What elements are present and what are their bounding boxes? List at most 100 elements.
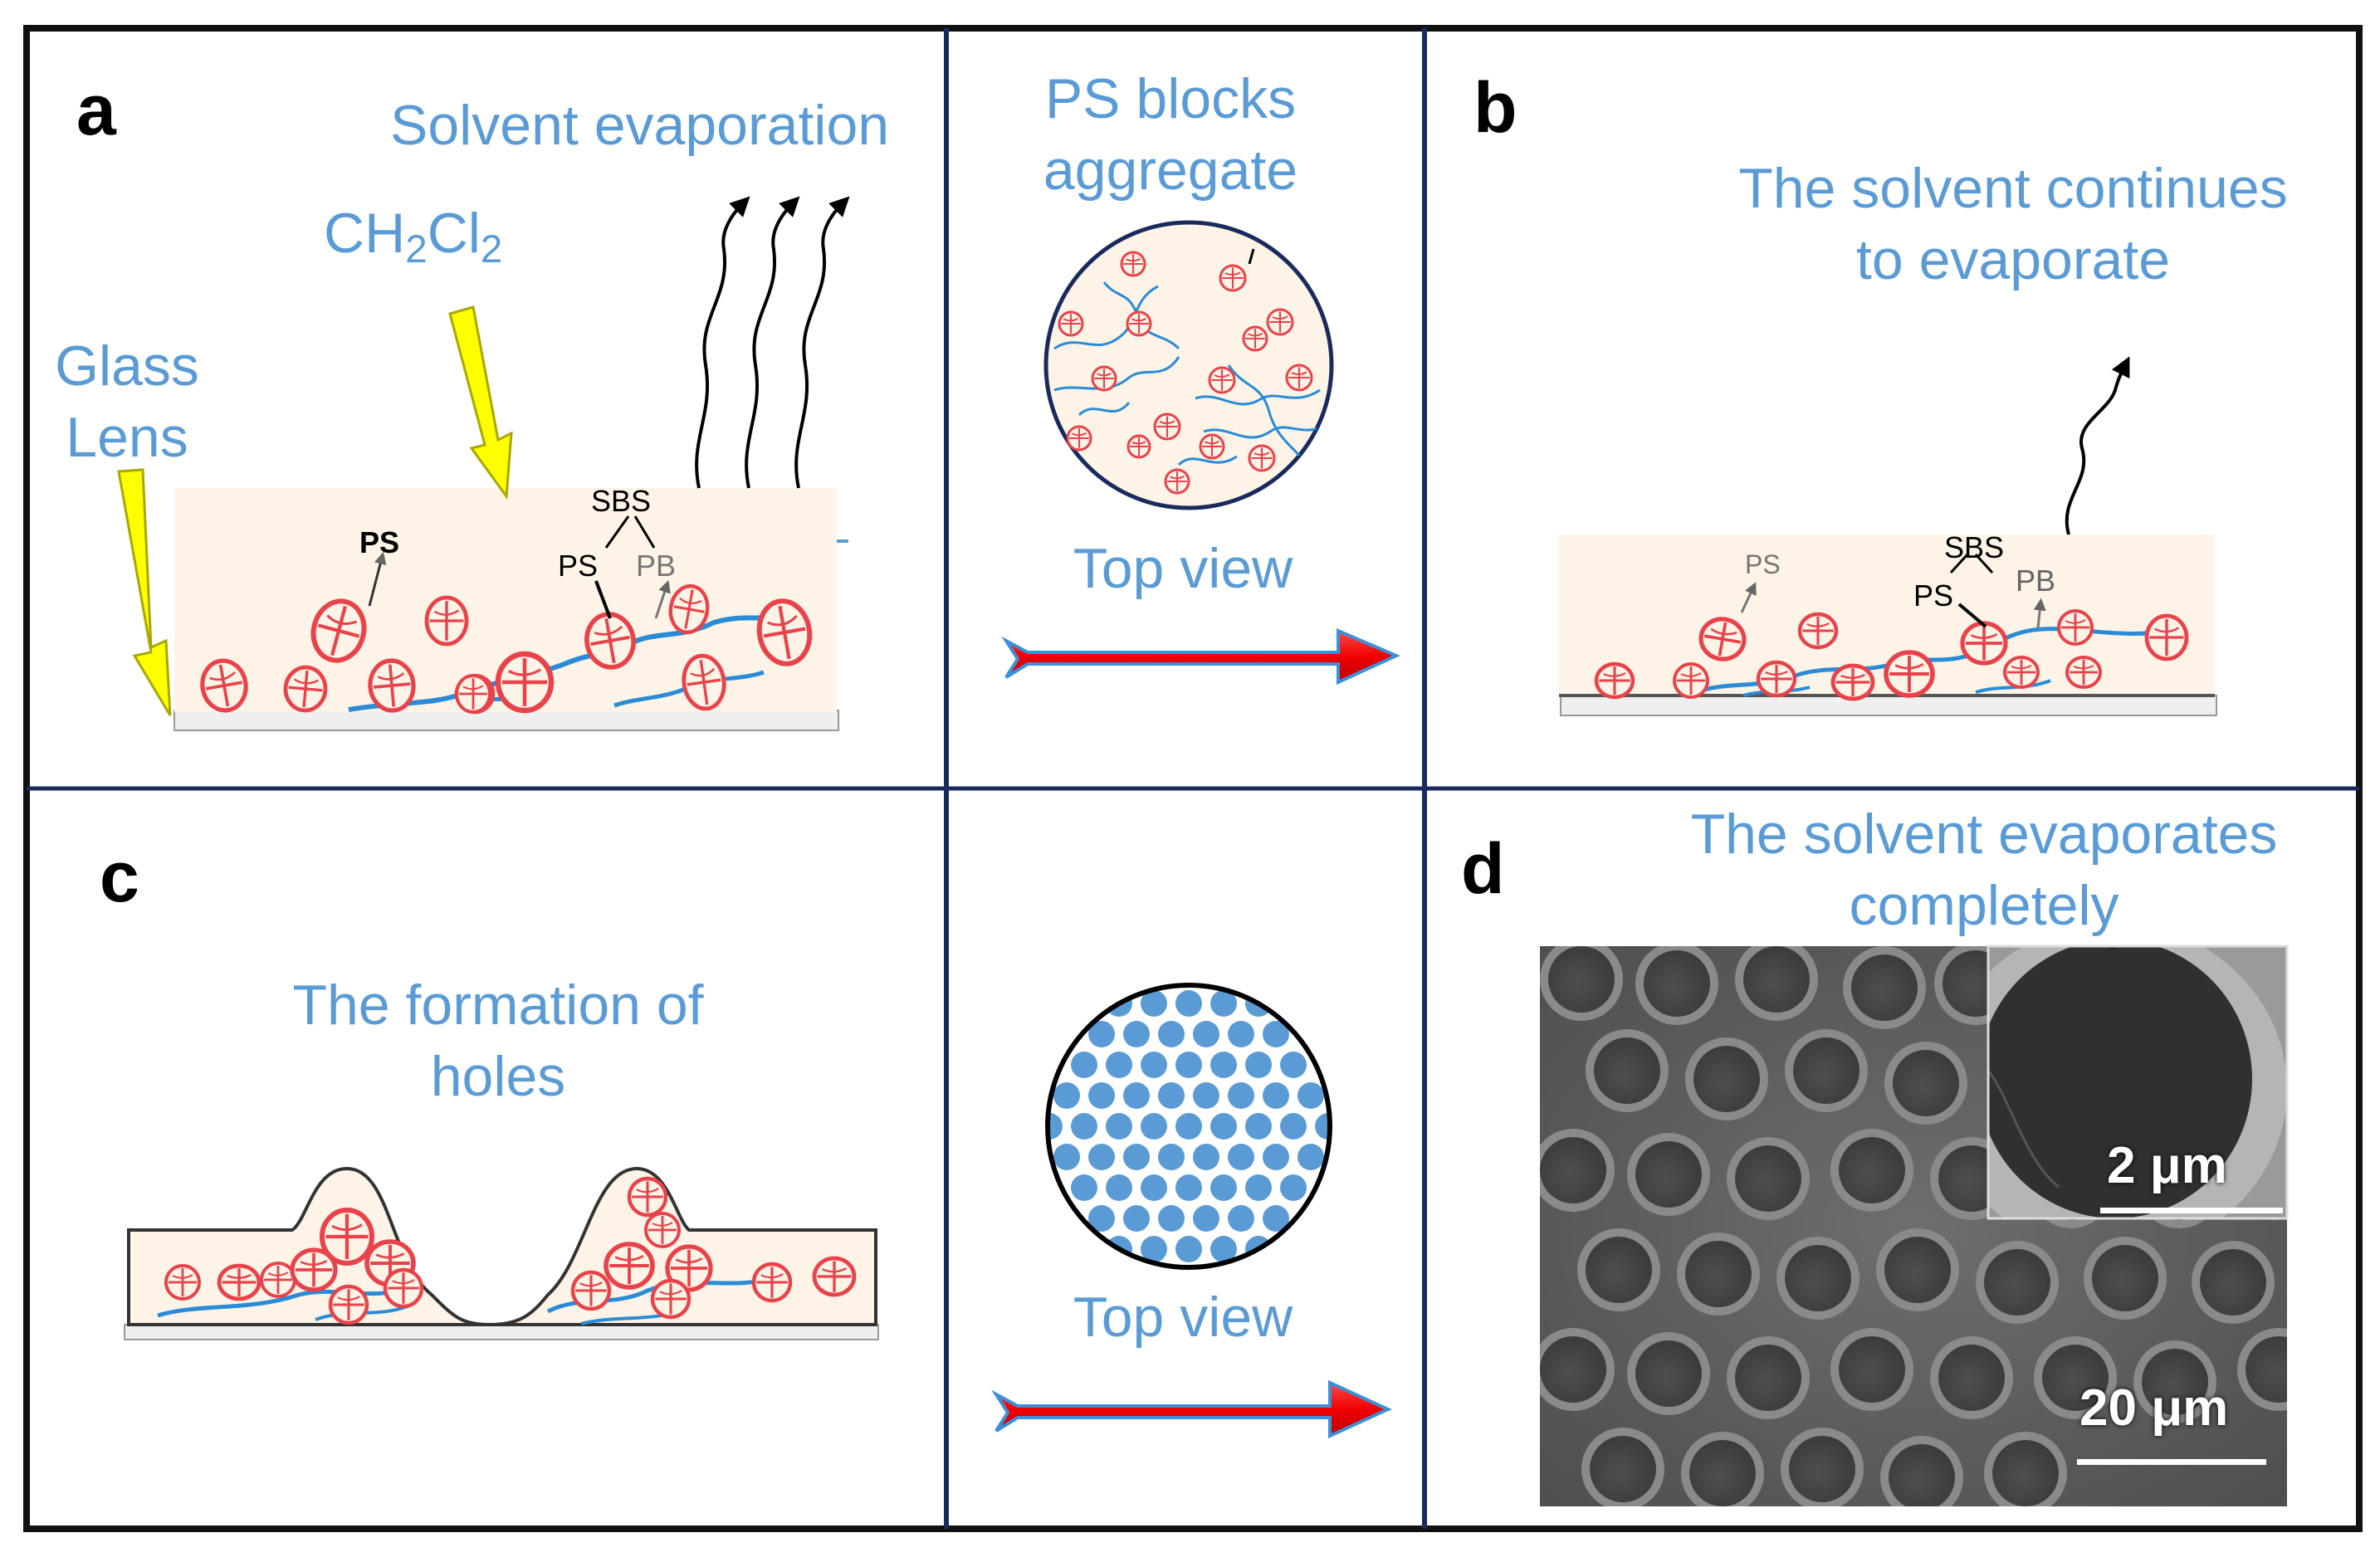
- hole-dot: [1332, 898, 1359, 925]
- ps-domain: [200, 658, 248, 713]
- hole-dot: [1193, 985, 1219, 986]
- ps-domain: [650, 1278, 692, 1320]
- sem-inset: [1988, 946, 2287, 1218]
- hole-dot: [1141, 990, 1167, 1017]
- hole-dot: [1228, 1205, 1254, 1232]
- ps-domain: [1960, 621, 2008, 666]
- hole-dot: [1385, 929, 1411, 955]
- sem-pore: [1776, 1237, 1860, 1320]
- hole-dot: [1367, 1144, 1394, 1170]
- hole-dot: [1193, 1205, 1219, 1232]
- ps-domain: [1126, 434, 1151, 459]
- hole-dot: [1315, 990, 1330, 1017]
- hole-dot: [1367, 1205, 1394, 1232]
- top-view-label-upper: Top view: [1073, 537, 1293, 600]
- hole-dot: [1367, 1082, 1394, 1109]
- formation-of-holes-label: The formation of holes: [224, 969, 772, 1112]
- sem-pore: [1976, 1241, 2059, 1324]
- hole-dot: [1088, 1021, 1115, 1047]
- hole-dot: [1298, 985, 1324, 986]
- hole-dot: [1106, 1052, 1132, 1078]
- formula-cl: Cl: [427, 202, 481, 265]
- panel-b-pb-chain: [1975, 679, 2051, 694]
- ps-domain: [1153, 412, 1181, 441]
- hole-dot: [1158, 1021, 1185, 1047]
- hole-dot: [966, 1113, 993, 1140]
- panel-a-ps-left-label: PS: [359, 525, 400, 559]
- solvent-continues-line1: The solvent continues: [1738, 157, 2288, 220]
- hole-dot: [1385, 1236, 1411, 1262]
- ps-domain: [1884, 650, 1935, 698]
- hole-dot: [966, 1297, 993, 1324]
- solvent-evaporates-line1: The solvent evaporates: [1690, 803, 2278, 866]
- hole-dot: [1088, 898, 1115, 925]
- hole-dot: [1071, 1052, 1097, 1078]
- hole-dot: [966, 929, 993, 955]
- inset-scale-bar: [2100, 1208, 2283, 1213]
- hole-dot: [1123, 1082, 1150, 1109]
- hole-dot: [1088, 1144, 1115, 1170]
- sem-pore: [1586, 1029, 1669, 1112]
- hole-dot: [1385, 1052, 1411, 1078]
- hole-dot: [1193, 898, 1219, 925]
- formula-sub-2: 2: [480, 227, 503, 271]
- top-view-label-lower: Top view: [1073, 1286, 1293, 1349]
- hole-dot: [1210, 1113, 1237, 1140]
- hole-dot: [1001, 990, 1028, 1017]
- hole-dot: [1088, 1205, 1115, 1232]
- sem-pore: [1677, 1233, 1760, 1315]
- hole-dot: [1123, 1021, 1150, 1047]
- middle-top-art: [1001, 220, 1400, 686]
- ps-domain: [368, 658, 416, 713]
- hole-dot: [1175, 1236, 1202, 1262]
- panel-b-sbs-label: SBS: [1944, 530, 2005, 564]
- hole-dot: [1228, 1144, 1254, 1170]
- hole-dot: [1210, 1174, 1237, 1201]
- hole-dot: [966, 990, 993, 1017]
- sem-pore: [1781, 1428, 1864, 1506]
- hole-dot: [1263, 1082, 1289, 1109]
- ps-domain: [1091, 365, 1117, 392]
- hole-dot: [1123, 898, 1150, 925]
- hole-dot: [1385, 990, 1411, 1017]
- ps-domain: [1756, 660, 1797, 698]
- hole-dot: [1071, 929, 1097, 955]
- hole-dot: [1019, 959, 1045, 986]
- main-scale-text: 20 μm: [2079, 1379, 2229, 1437]
- main-scale-bar: [2077, 1459, 2266, 1465]
- hole-dot: [1315, 929, 1341, 955]
- hole-dot: [1367, 1021, 1394, 1047]
- hole-dot: [1280, 929, 1307, 955]
- sem-pore: [2034, 1336, 2117, 1419]
- ps-domain: [217, 1263, 261, 1301]
- sem-pore: [2192, 1241, 2275, 1324]
- hole-dot: [1315, 1236, 1330, 1262]
- panel-d-sem-image: [1540, 945, 2289, 1506]
- panel-b-substrate: [1560, 695, 2217, 716]
- sem-pore: [1627, 1332, 1710, 1415]
- hole-dot: [1280, 1113, 1307, 1140]
- panel-a-evaporation-arrow: [745, 196, 800, 489]
- ps-domain: [604, 1242, 655, 1290]
- hole-dot: [1019, 1021, 1045, 1047]
- ps-domain: [584, 612, 636, 670]
- top-view-circle-aggregate: [1043, 220, 1334, 510]
- hole-dot: [1350, 1113, 1376, 1140]
- panel-c-art: [124, 1166, 879, 1340]
- panel-a-ps-domains: [200, 583, 813, 715]
- hole-dot: [1071, 1113, 1097, 1140]
- ps-domain: [2003, 656, 2040, 689]
- hole-dot: [1245, 929, 1272, 955]
- hole-dot: [1350, 1297, 1376, 1324]
- hole-dot: [1193, 1021, 1219, 1047]
- top-view-ps-domains: [1058, 251, 1313, 495]
- ps-domain: [1285, 364, 1313, 392]
- hole-dot: [1175, 929, 1202, 955]
- hole-dot: [1437, 1328, 1464, 1355]
- hole-dot: [1193, 1082, 1219, 1109]
- ps-domain: [328, 1284, 369, 1325]
- hole-dot: [1001, 929, 1028, 955]
- sem-pore: [1727, 1137, 1810, 1220]
- hole-dot: [1437, 1021, 1464, 1047]
